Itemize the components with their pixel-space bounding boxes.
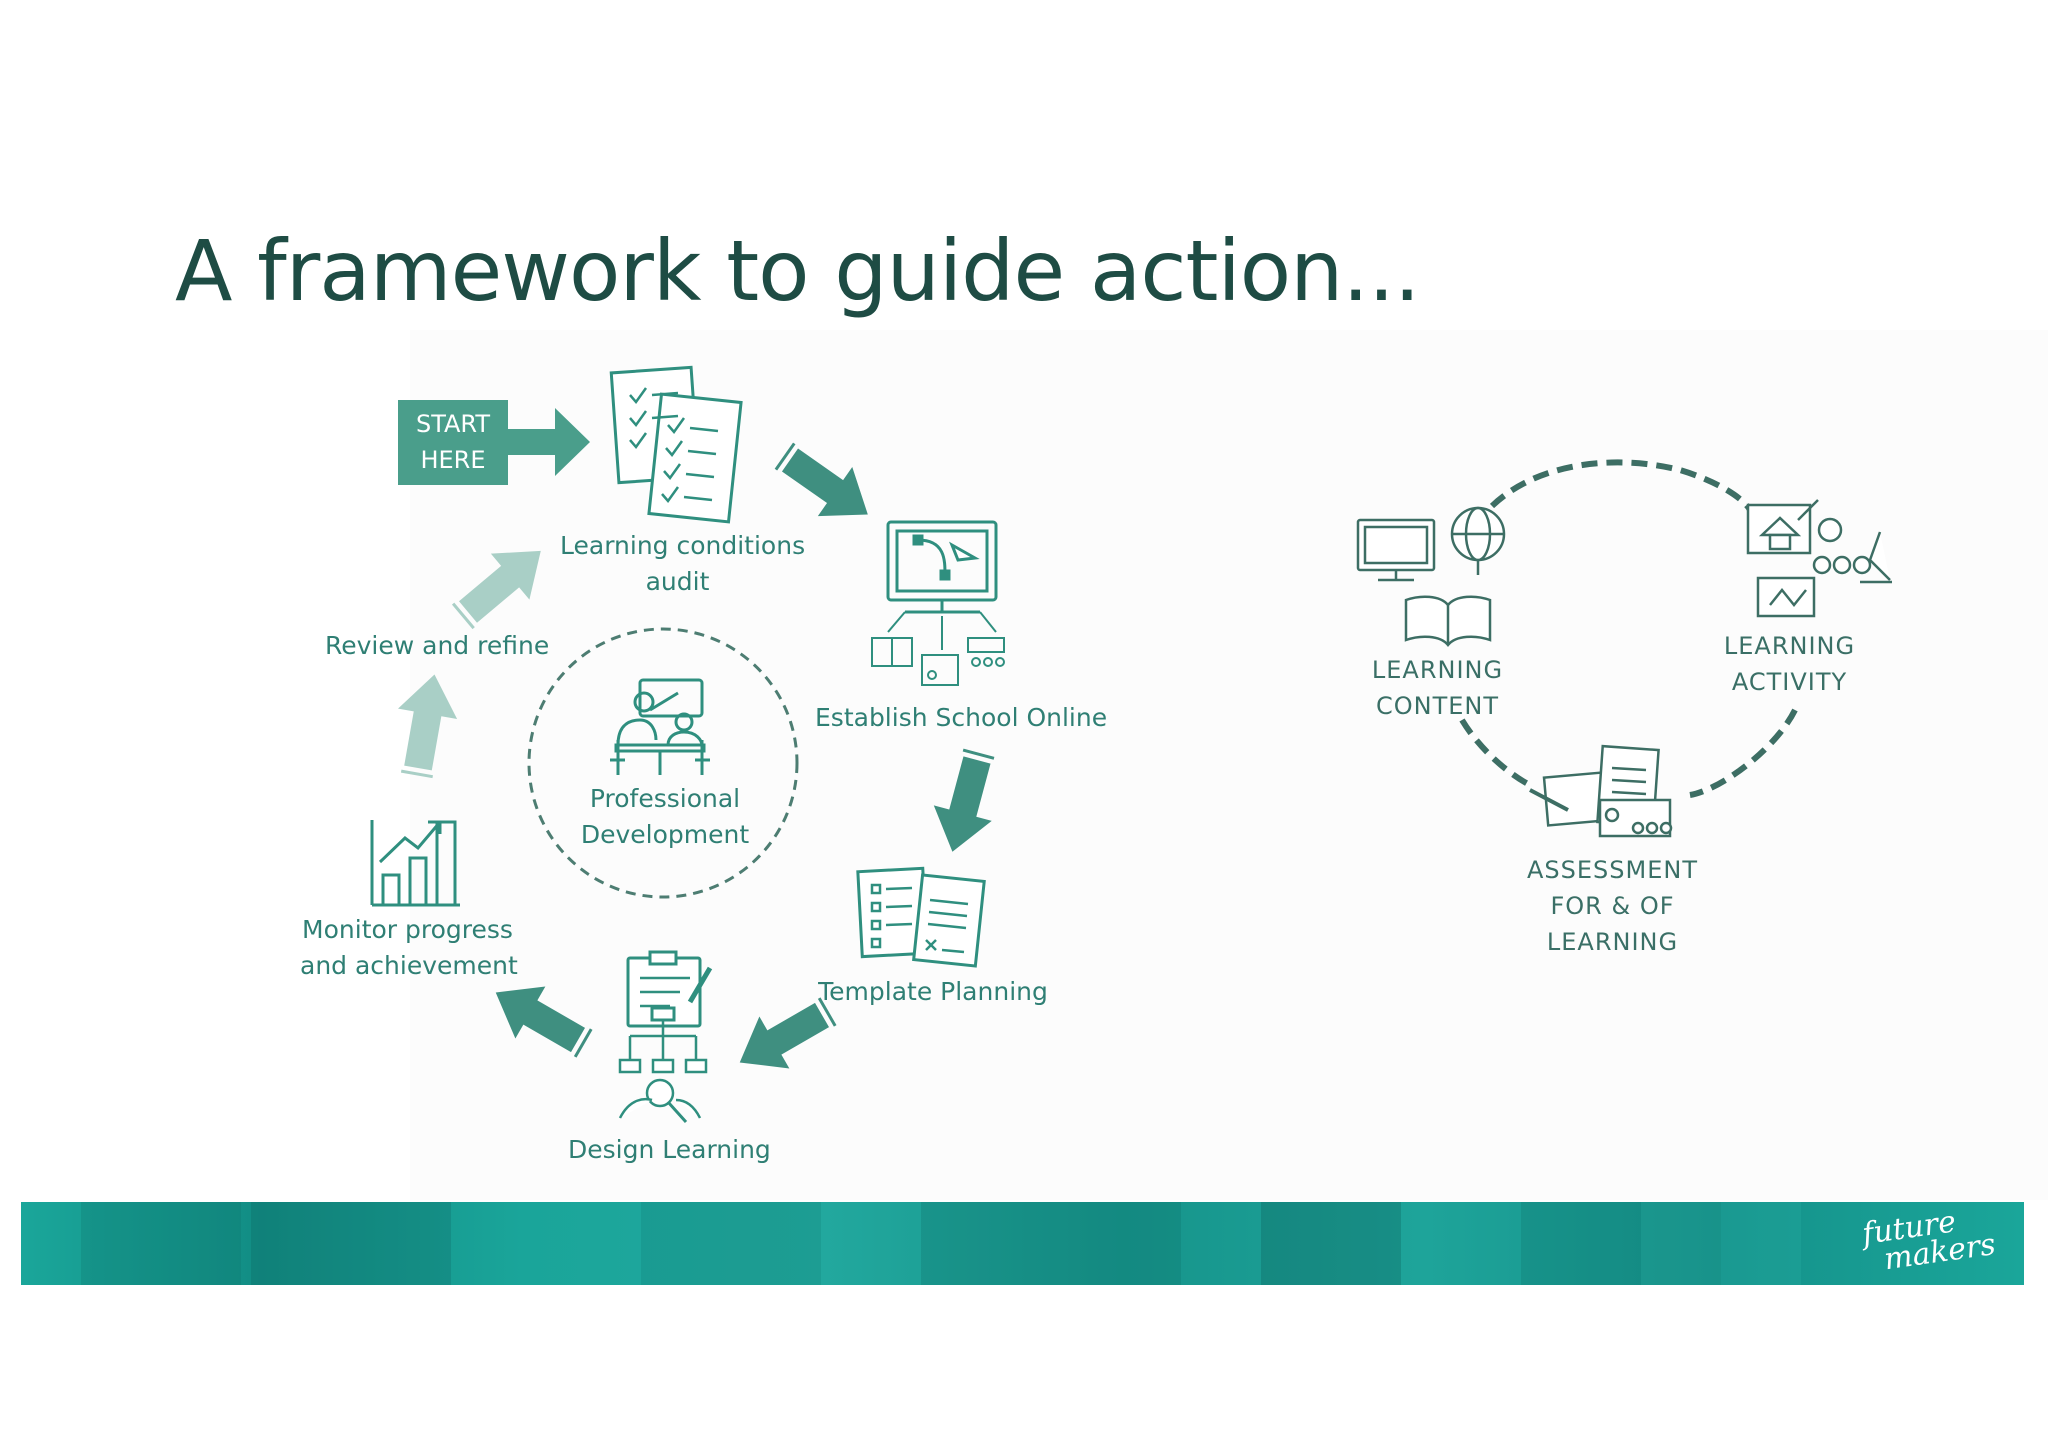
meeting-icon xyxy=(610,678,710,775)
step-label-line1: Review and refine xyxy=(325,631,550,660)
step-label-line2: and achievement xyxy=(300,951,518,980)
step-design-learning: Design Learning xyxy=(568,1132,771,1168)
start-label-line1: START xyxy=(415,410,491,438)
step-learning-conditions-audit: Learning conditions audit xyxy=(560,528,806,600)
step-label-line1: Establish School Online xyxy=(815,703,1108,732)
triad-learning-content: LEARNING CONTENT xyxy=(1360,652,1515,724)
triad-label-line1: LEARNING xyxy=(1371,656,1504,684)
step-label-line1: Design Learning xyxy=(568,1135,771,1164)
arrow-design-to-monitor xyxy=(495,986,593,1058)
center-label-line2: Development xyxy=(580,820,750,849)
bar-chart-icon xyxy=(370,820,460,907)
arrow-online-to-template xyxy=(933,748,995,852)
triad-label-line1: LEARNING xyxy=(1723,632,1856,660)
arrow-template-to-design xyxy=(739,997,837,1069)
center-professional-development: Professional Development xyxy=(570,781,760,853)
center-label-line1: Professional xyxy=(589,784,741,813)
arrow-monitor-to-review xyxy=(398,674,458,779)
checklist-icon xyxy=(609,365,743,524)
triad-learning-activity: LEARNING ACTIVITY xyxy=(1712,628,1867,700)
step-label-line2: audit xyxy=(645,567,710,596)
arrow-review-to-audit xyxy=(451,550,541,630)
step-monitor-progress: Monitor progress and achievement xyxy=(300,912,518,984)
triad-assessment: ASSESSMENT FOR & OF LEARNING xyxy=(1520,852,1705,960)
start-here-box: START HERE xyxy=(398,400,508,485)
footer-banner: future makers xyxy=(21,1202,2024,1285)
triad-label-line2: FOR & OF xyxy=(1550,892,1675,920)
step-label-line1: Template Planning xyxy=(818,977,1048,1006)
arrow-audit-to-online xyxy=(774,442,868,517)
triad-label-line3: LEARNING xyxy=(1546,928,1679,956)
step-label-line1: Monitor progress xyxy=(302,915,513,944)
learning-content-icon xyxy=(1356,506,1506,647)
assessment-icon xyxy=(1529,744,1673,838)
start-arrow xyxy=(505,408,590,476)
professional-development-ring xyxy=(527,627,799,899)
futuremakers-logo: future makers xyxy=(1860,1203,1998,1277)
slide-title: A framework to guide action... xyxy=(175,222,1421,320)
computer-monitor-icon xyxy=(871,520,1005,686)
design-clipboard-icon xyxy=(618,950,713,1124)
start-label-line2: HERE xyxy=(420,446,486,474)
triad-ring xyxy=(1459,459,1798,798)
step-label-line1: Learning conditions xyxy=(560,531,806,560)
step-review-and-refine: Review and refine xyxy=(325,628,550,664)
step-template-planning: Template Planning xyxy=(818,974,1048,1010)
triad-label-line1: ASSESSMENT xyxy=(1526,856,1698,884)
step-establish-school-online: Establish School Online xyxy=(815,700,1108,736)
template-documents-icon xyxy=(856,866,986,968)
learning-activity-icon xyxy=(1746,499,1892,618)
triad-label-line2: CONTENT xyxy=(1375,692,1500,720)
triad-label-line2: ACTIVITY xyxy=(1731,668,1848,696)
